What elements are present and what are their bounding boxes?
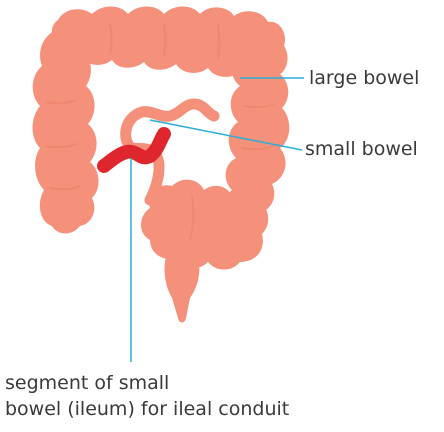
- ileum-segment-label-line2: bowel (ileum) for ileal conduit: [5, 396, 289, 422]
- small-bowel-label: small bowel: [305, 137, 418, 161]
- ileum-segment-label-line1: segment of small: [5, 370, 289, 396]
- ileum-segment-label: segment of small bowel (ileum) for ileal…: [5, 370, 289, 422]
- large-bowel-label: large bowel: [309, 66, 419, 90]
- rectum: [165, 250, 200, 323]
